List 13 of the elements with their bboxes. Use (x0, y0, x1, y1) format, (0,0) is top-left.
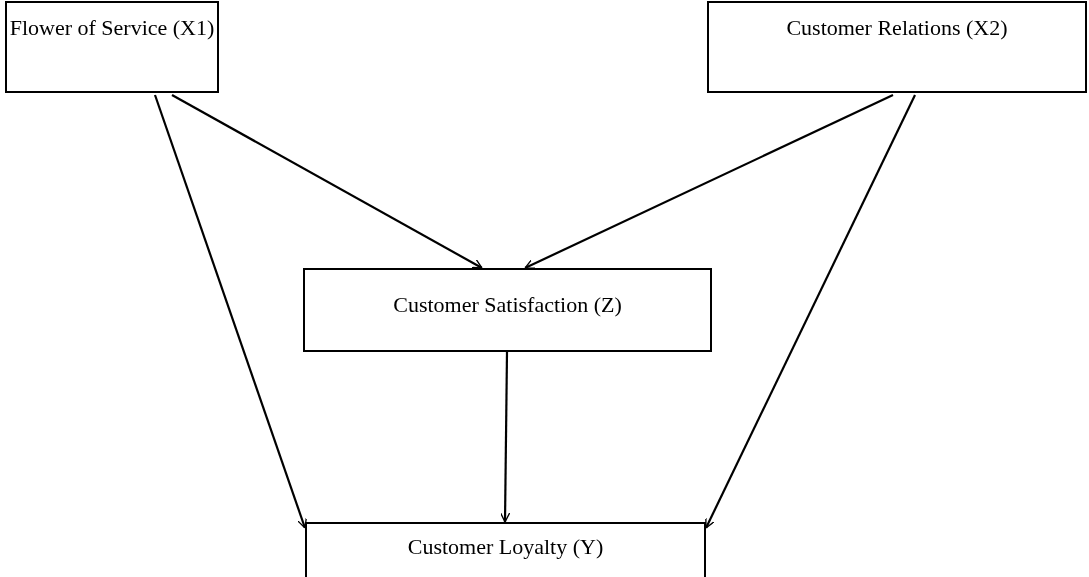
process-box (5, 1, 219, 93)
box-label: Customer Relations (X2) (785, 15, 1009, 41)
arrow (171, 94, 483, 269)
arrow (499, 352, 511, 523)
process-box (303, 268, 712, 352)
box-label: Customer Loyalty (Y) (406, 534, 605, 560)
process-box (707, 1, 1087, 93)
process-box (305, 522, 706, 577)
arrow (524, 94, 894, 269)
arrow (153, 94, 307, 529)
arrow (705, 94, 916, 529)
box-label: Customer Satisfaction (Z) (392, 292, 623, 318)
box-label: Flower of Service (X1) (8, 15, 216, 41)
